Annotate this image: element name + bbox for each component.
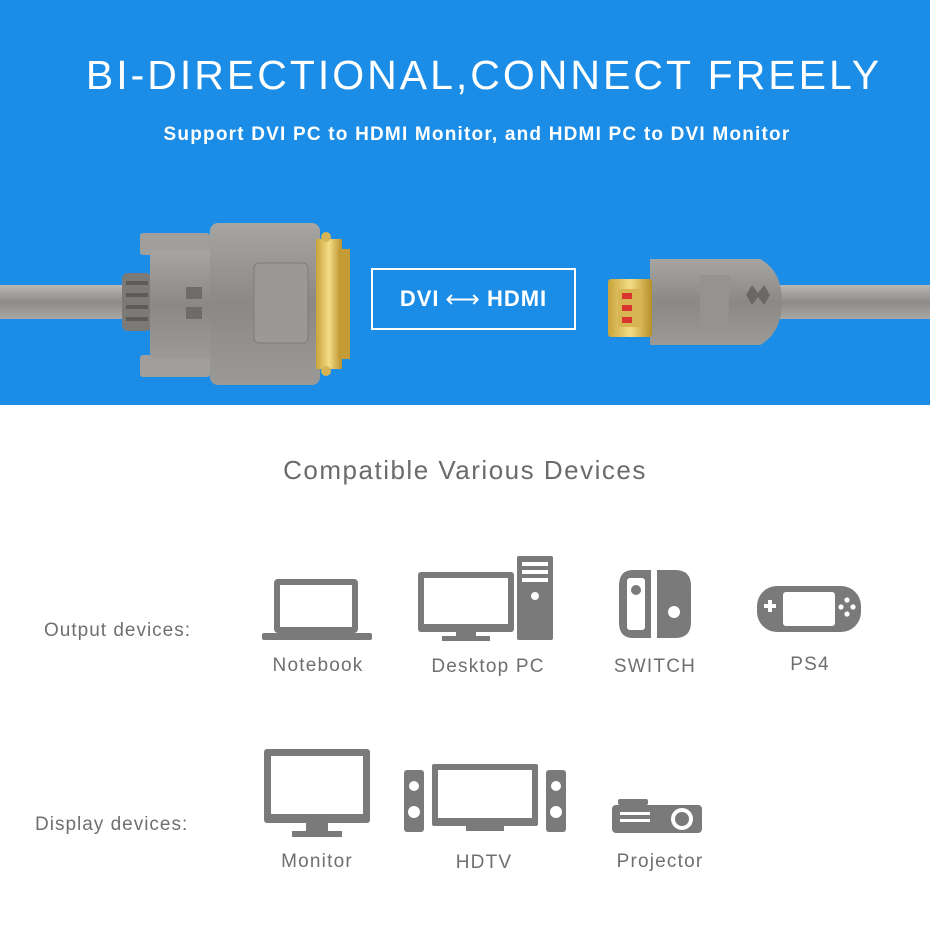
device-projector: Projector <box>610 797 710 877</box>
handheld-console-icon <box>755 584 865 634</box>
switch-console-icon <box>615 568 695 640</box>
hero-title: BI-DIRECTIONAL,CONNECT FREELY <box>0 52 930 99</box>
projector-icon <box>610 797 710 835</box>
device-switch: SWITCH <box>615 568 695 686</box>
device-label: Monitor <box>247 851 387 873</box>
device-desktop-pc: Desktop PC <box>418 556 558 686</box>
device-hdtv: HDTV <box>404 762 566 882</box>
hdtv-icon <box>404 762 566 834</box>
device-monitor: Monitor <box>262 747 372 877</box>
device-ps4: PS4 <box>755 584 865 684</box>
hero-subtitle: Support DVI PC to HDMI Monitor, and HDMI… <box>0 124 930 146</box>
device-label: Notebook <box>248 655 388 677</box>
device-label: Desktop PC <box>408 656 568 678</box>
desktop-pc-icon <box>418 556 558 642</box>
badge-dvi-label: DVI <box>400 286 440 312</box>
monitor-icon <box>262 747 372 839</box>
laptop-icon <box>258 575 378 645</box>
device-label: PS4 <box>740 654 880 676</box>
bidirectional-arrow-icon: ⟷ <box>446 285 481 314</box>
device-notebook: Notebook <box>258 575 378 685</box>
badge-hdmi-label: HDMI <box>487 286 547 312</box>
device-label: HDTV <box>414 852 554 874</box>
compat-title: Compatible Various Devices <box>0 455 930 486</box>
output-devices-label: Output devices: <box>44 620 191 642</box>
dvi-hdmi-badge: DVI ⟷ HDMI <box>371 268 576 330</box>
device-label: SWITCH <box>585 656 725 678</box>
display-devices-label: Display devices: <box>35 814 188 836</box>
hero-banner: BI-DIRECTIONAL,CONNECT FREELY Support DV… <box>0 0 930 405</box>
device-label: Projector <box>590 851 730 873</box>
